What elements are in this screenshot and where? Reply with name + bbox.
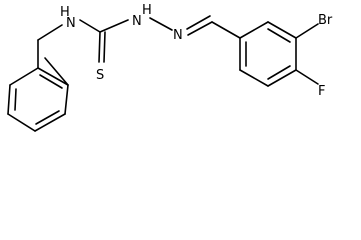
atom-br: Br <box>318 13 333 28</box>
atom-f: F <box>318 84 325 99</box>
atom-s: S <box>96 68 104 83</box>
atom-n-imine: N <box>173 28 183 43</box>
atom-h-right: H <box>142 3 152 18</box>
atom-labels: H N N H S N Br F <box>60 3 333 99</box>
linker-bonds <box>37 15 241 69</box>
benzyl-ring <box>7 57 69 132</box>
chemical-structure: H N N H S N Br F <box>7 3 333 132</box>
aryl-ring <box>239 21 319 87</box>
atom-n-right: N <box>132 14 142 29</box>
atom-h-left: H <box>60 5 70 20</box>
atom-n-left: N <box>66 16 76 31</box>
